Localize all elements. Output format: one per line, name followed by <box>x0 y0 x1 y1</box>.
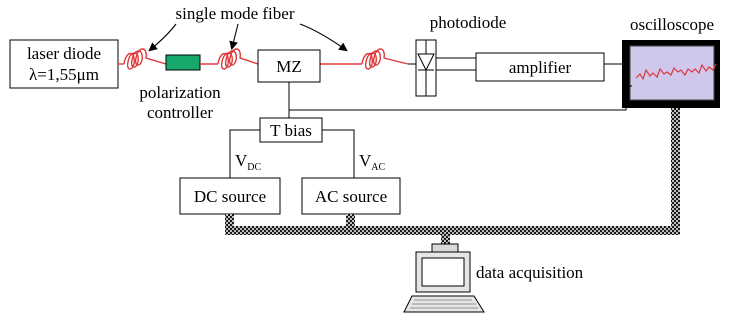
photodiode-symbol-icon <box>408 39 476 97</box>
oscilloscope-label: oscilloscope <box>630 15 714 34</box>
mz-label: MZ <box>276 57 302 76</box>
polarization-label: polarization <box>139 83 221 102</box>
wavelength-label: λ=1,55μm <box>29 65 99 84</box>
fiber-segment-3 <box>320 48 409 70</box>
data-acquisition-label: data acquisition <box>476 263 584 282</box>
vdc-label: VDC <box>235 151 262 173</box>
signal-trace <box>635 63 717 81</box>
polarization-controller <box>165 54 201 71</box>
ac-source-box: AC source <box>301 177 401 215</box>
laser-diode-box: laser diode λ=1,55μm <box>9 39 119 89</box>
fiber-label: single mode fiber <box>176 4 295 23</box>
t-bias-label: T bias <box>270 121 312 140</box>
fiber-segment-2 <box>200 48 259 70</box>
photodiode-label: photodiode <box>430 13 507 32</box>
t-bias-box: T bias <box>259 117 323 143</box>
dc-source-box: DC source <box>179 177 281 215</box>
laser-diode-label: laser diode <box>27 44 101 63</box>
dc-source-label: DC source <box>194 187 266 206</box>
bias-wires <box>229 129 355 178</box>
amplifier-label: amplifier <box>509 58 572 77</box>
fiber-segment-1 <box>118 48 167 70</box>
data-bus-cables <box>225 108 680 247</box>
controller-label: controller <box>147 103 213 122</box>
fiber-arrows <box>148 23 348 52</box>
amplifier-box: amplifier <box>475 52 605 82</box>
oscilloscope <box>622 40 720 108</box>
ac-source-label: AC source <box>315 187 387 206</box>
control-wires <box>288 82 632 118</box>
computer-icon <box>403 243 485 313</box>
vac-label: VAC <box>359 151 386 173</box>
mz-modulator-box: MZ <box>257 49 321 83</box>
